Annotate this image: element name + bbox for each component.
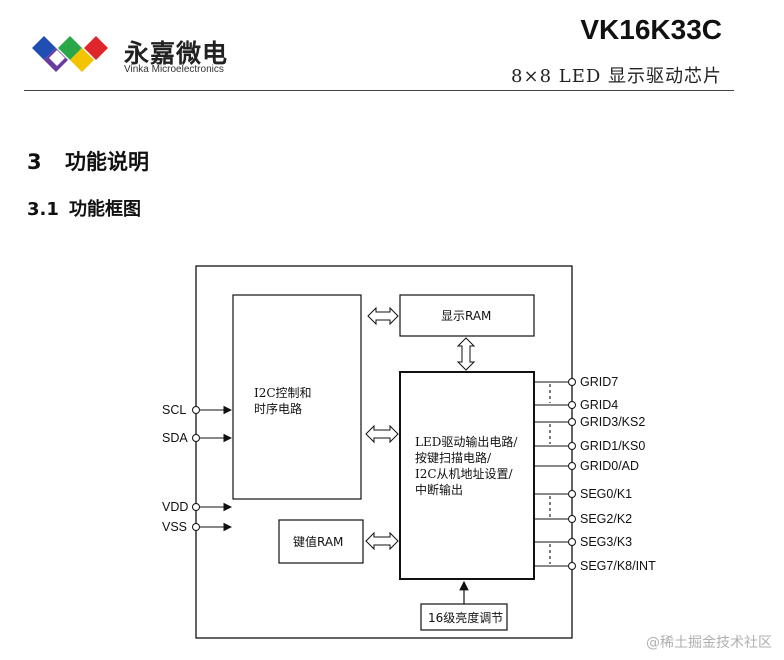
pin-vdd-label: VDD	[162, 500, 188, 514]
company-logo	[32, 36, 108, 72]
logo-diamond-red	[84, 36, 108, 60]
display-ram-block	[399, 294, 535, 337]
left-pins: SCL SDA VDD VSS	[162, 403, 233, 534]
display-ram-label: 显示RAM	[441, 309, 491, 323]
led-block-line-3: I2C从机地址设置/	[415, 467, 514, 481]
company-name-en: Vinka Microelectronics	[124, 64, 224, 75]
pin-grid0-label: GRID0/AD	[580, 459, 639, 473]
right-pin-circles	[568, 378, 576, 570]
key-ram-label: 键值RAM	[293, 534, 343, 549]
pin-grid7-label: GRID7	[580, 375, 618, 389]
double-arrow-i2c-displayram	[367, 306, 399, 326]
subsection-heading: 3.1 功能框图	[27, 195, 141, 221]
i2c-block-line-1: I2C控制和	[254, 386, 312, 400]
brightness-label: 16级亮度调节	[428, 610, 503, 625]
section-heading: 3 功能说明	[27, 146, 149, 176]
pin-grid1-label: GRID1/KS0	[580, 439, 645, 453]
pin-vss-label: VSS	[162, 520, 187, 534]
section-title: 功能说明	[65, 150, 149, 174]
watermark: @稀土掘金技术社区	[646, 635, 772, 651]
led-driver-block	[399, 371, 535, 580]
company-name: 永嘉微电	[124, 39, 229, 68]
pin-seg7-label: SEG7/K8/INT	[580, 559, 656, 573]
logo-diamond-yellow	[70, 48, 94, 72]
pin-grid4-label: GRID4	[580, 398, 618, 412]
product-title: VK16K33C	[580, 14, 722, 45]
double-arrow-i2c-led	[365, 424, 399, 444]
led-block-line-1: LED驱动输出电路/	[415, 434, 518, 449]
pin-seg2-label: SEG2/K2	[580, 512, 632, 526]
pin-seg3-label: SEG3/K3	[580, 535, 632, 549]
section-number: 3	[27, 150, 42, 174]
double-arrow-keyram-led	[365, 531, 399, 551]
chip-outline	[195, 265, 573, 639]
key-ram-block	[278, 519, 364, 564]
header-divider	[24, 90, 734, 91]
subsection-title: 功能框图	[69, 199, 141, 220]
pin-seg0-label: SEG0/K1	[580, 487, 632, 501]
logo-diamond-white	[49, 50, 65, 66]
double-arrow-displayram-led	[456, 337, 476, 371]
pin-grid3-label: GRID3/KS2	[580, 415, 645, 429]
product-subtitle: 8×8 LED 显示驱动芯片	[511, 66, 722, 87]
i2c-control-block	[232, 294, 362, 500]
pin-scl-label: SCL	[162, 403, 186, 417]
led-block-line-4: 中断输出	[415, 482, 463, 497]
pin-sda-label: SDA	[162, 431, 188, 445]
i2c-block-line-2: 时序电路	[254, 401, 302, 416]
brightness-block	[420, 603, 508, 631]
subsection-number: 3.1	[27, 199, 59, 220]
led-block-line-2: 按键扫描电路/	[415, 450, 492, 465]
right-pins	[534, 381, 568, 567]
